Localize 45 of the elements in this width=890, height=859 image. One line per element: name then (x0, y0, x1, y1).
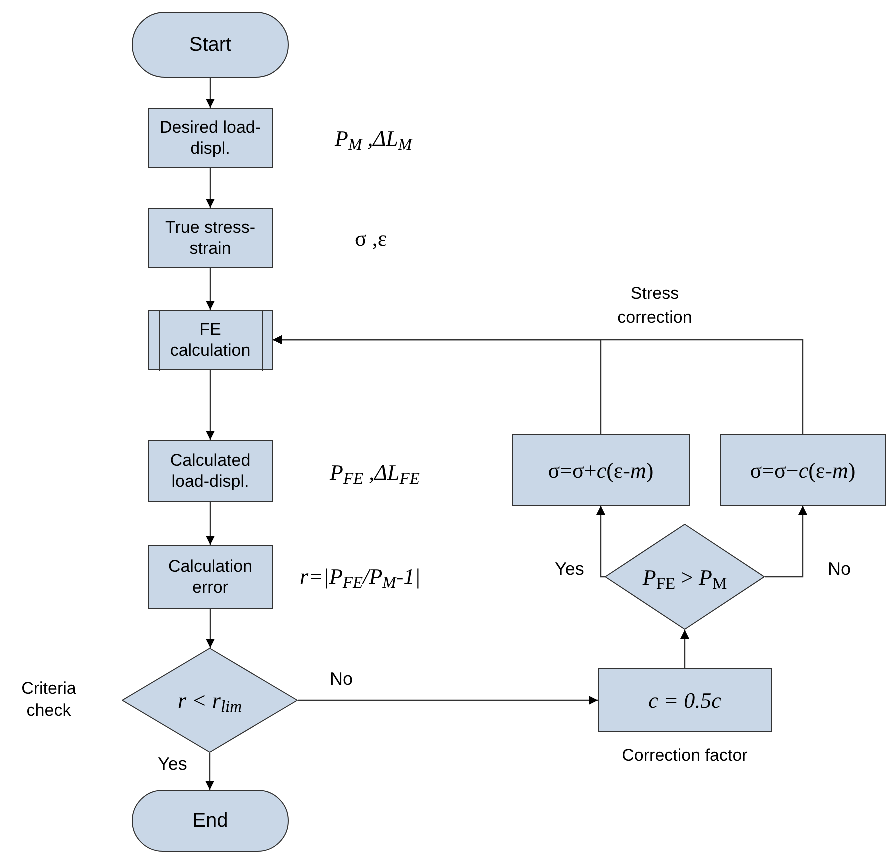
process-box (148, 208, 273, 268)
node-caption: Criteria check (20, 678, 78, 722)
arrow (206, 502, 215, 545)
node-text: c = 0.5c (648, 686, 722, 714)
node-text: Desired load-displ. (158, 117, 262, 159)
node-text: Start (188, 33, 233, 58)
node-text: σ=σ−c(ε-m) (749, 456, 857, 485)
variable-label: σ ,ε (355, 225, 388, 253)
process-box (148, 545, 273, 609)
variable-label: P$_{FE}$ ,ΔL$_{FE}$ (330, 459, 421, 489)
arrow (273, 336, 804, 434)
formula-box (512, 434, 690, 506)
node-text: True stress-strain (164, 217, 257, 259)
arrow (680, 630, 690, 668)
edge-label: Yes (158, 755, 188, 773)
node-text: Calculated load-displ. (169, 450, 252, 492)
node-text: Calculation error (167, 556, 254, 598)
node-text: End (192, 809, 230, 834)
edge-label: Yes (555, 560, 584, 578)
edge-label: No (828, 560, 852, 578)
node-text: FE calculation (169, 319, 252, 361)
node-caption: Correction factor (621, 745, 749, 767)
node-text: P$_{FE}$ > P$_{M}$ (642, 564, 728, 594)
decision-diamond (122, 648, 298, 753)
decision-diamond (605, 524, 765, 630)
arrow (206, 370, 215, 440)
formula-box (720, 434, 886, 506)
node-text: r < r$_{lim}$ (176, 687, 244, 717)
annotation-label: Stress correction (616, 283, 694, 329)
process-box (148, 440, 273, 502)
process-box (148, 108, 273, 168)
process-box (598, 668, 772, 732)
arrow (596, 506, 606, 578)
subprocess-box (148, 310, 273, 370)
variable-label: P$_{M}$ ,ΔL$_{M}$ (335, 125, 414, 155)
arrow (206, 78, 215, 108)
arrow (206, 168, 215, 208)
node-text: σ=σ+c(ε-m) (547, 456, 655, 485)
arrow (765, 506, 808, 578)
formula-label: r=|P$_{FE}$/P$_{M}$-1| (300, 563, 422, 593)
arrow (206, 753, 214, 790)
arrow (206, 268, 215, 310)
arrow (206, 609, 215, 648)
arrow (298, 696, 598, 705)
edge-label: No (330, 670, 354, 688)
